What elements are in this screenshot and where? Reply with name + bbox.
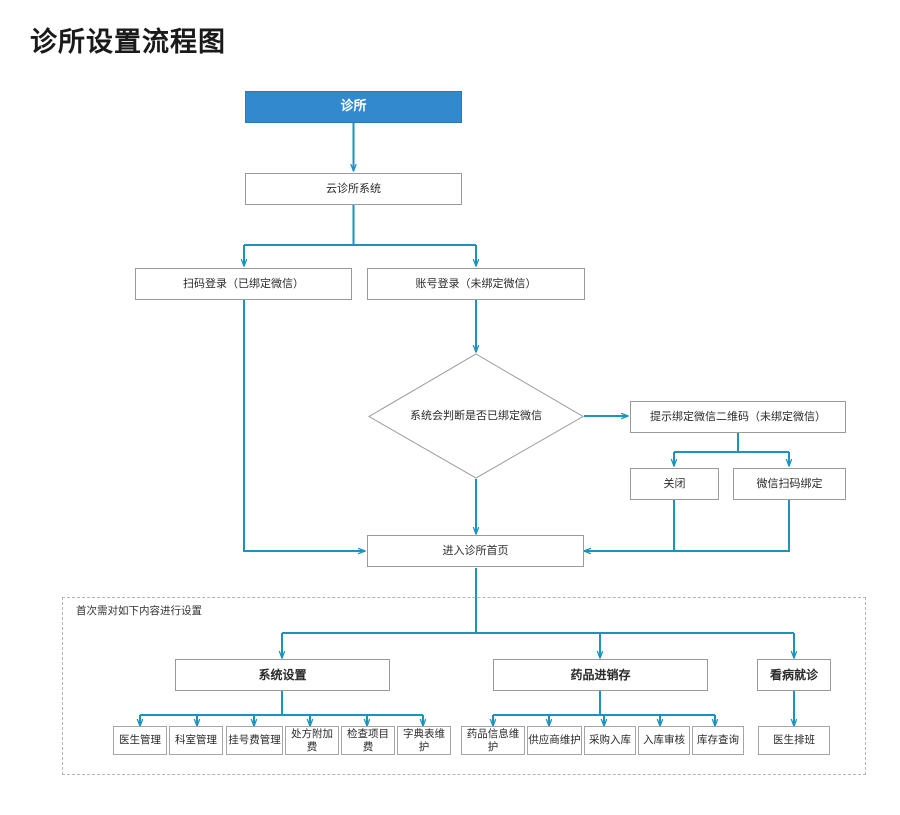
wire-scan-to-home	[243, 300, 365, 551]
node-decision-label[interactable]: 系统会判断是否已绑定微信	[410, 409, 542, 423]
leaf-examination-item-fee[interactable]: 检查项目费	[341, 726, 395, 755]
wire-bindscan-to-home	[584, 500, 790, 552]
node-close[interactable]: 关闭	[630, 468, 719, 500]
leaf-department-management[interactable]: 科室管理	[169, 726, 223, 755]
node-group-clinic-visit[interactable]: 看病就诊	[757, 659, 831, 691]
node-login-account[interactable]: 账号登录（未绑定微信）	[367, 268, 585, 300]
setup-region-caption: 首次需对如下内容进行设置	[76, 605, 202, 617]
page-title: 诊所设置流程图	[30, 27, 226, 58]
leaf-doctor-management[interactable]: 医生管理	[113, 726, 167, 755]
leaf-purchase-inbound[interactable]: 采购入库	[584, 726, 636, 755]
leaf-supplier-maintenance[interactable]: 供应商维护	[527, 726, 582, 755]
node-group-system-settings[interactable]: 系统设置	[175, 659, 390, 691]
node-bind-scan[interactable]: 微信扫码绑定	[733, 468, 846, 500]
node-login-scan[interactable]: 扫码登录（已绑定微信）	[135, 268, 352, 300]
leaf-inbound-review[interactable]: 入库审核	[638, 726, 690, 755]
wire-close-to-home	[584, 500, 675, 551]
leaf-dictionary-maintenance[interactable]: 字典表维护	[397, 726, 451, 755]
node-root[interactable]: 诊所	[245, 91, 462, 123]
leaf-inventory-query[interactable]: 库存查询	[692, 726, 744, 755]
leaf-prescription-surcharge[interactable]: 处方附加费	[285, 726, 339, 755]
leaf-doctor-scheduling[interactable]: 医生排班	[758, 726, 830, 755]
node-cloud-system[interactable]: 云诊所系统	[245, 173, 462, 205]
node-bind-prompt[interactable]: 提示绑定微信二维码（未绑定微信）	[630, 401, 846, 433]
setup-region	[62, 597, 866, 775]
leaf-registration-fee-management[interactable]: 挂号费管理	[226, 726, 283, 755]
leaf-drug-info-maintenance[interactable]: 药品信息维护	[461, 726, 525, 755]
node-group-drug-inventory[interactable]: 药品进销存	[493, 659, 708, 691]
node-home[interactable]: 进入诊所首页	[367, 535, 584, 567]
